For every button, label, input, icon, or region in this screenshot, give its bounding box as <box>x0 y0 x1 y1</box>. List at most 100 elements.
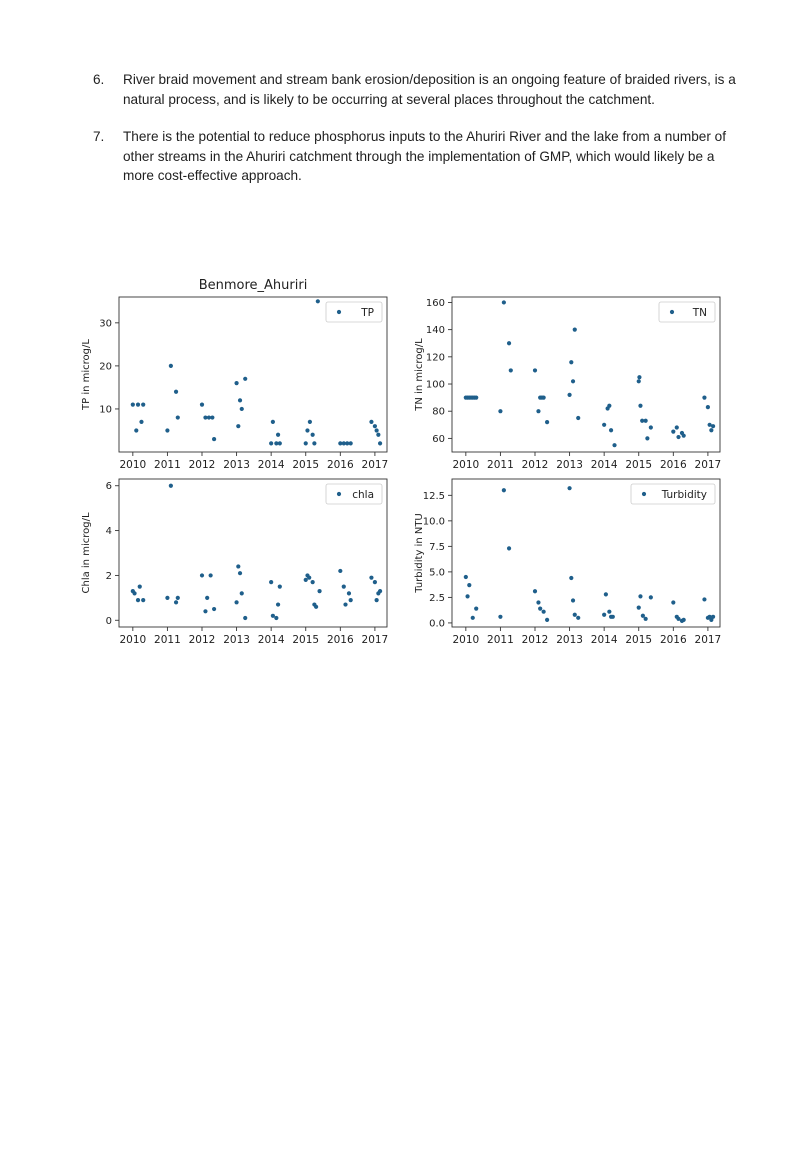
data-point <box>702 395 707 400</box>
data-point <box>710 614 716 619</box>
numbered-list: 6. River braid movement and stream bank … <box>93 70 743 204</box>
data-point <box>506 546 512 551</box>
chart-title: Benmore_Ahuriri <box>199 278 308 293</box>
legend-marker <box>641 491 647 497</box>
x-tick-label: 2017 <box>695 634 722 646</box>
data-point <box>532 589 538 594</box>
data-point <box>141 597 146 603</box>
data-point <box>705 405 710 410</box>
legend-label: Turbidity <box>661 489 707 501</box>
x-tick-label: 2012 <box>189 634 216 646</box>
data-point <box>463 574 468 580</box>
data-point <box>648 595 653 600</box>
plot-frame <box>118 478 388 628</box>
data-point <box>312 441 317 446</box>
data-point <box>203 415 208 420</box>
data-point <box>346 591 352 596</box>
x-tick-label: 2012 <box>189 459 216 471</box>
data-point <box>570 598 576 603</box>
data-point <box>173 389 179 394</box>
data-point <box>676 434 681 440</box>
data-point <box>338 568 343 574</box>
x-tick-label: 2015 <box>292 459 319 471</box>
data-point <box>310 432 315 437</box>
data-point <box>234 600 239 605</box>
data-point <box>369 419 374 424</box>
y-tick-label: 4 <box>106 526 112 537</box>
data-point <box>303 577 308 583</box>
y-tick-label: 7.5 <box>429 542 445 553</box>
x-tick-label: 2014 <box>258 634 285 646</box>
y-tick-label: 160 <box>426 298 445 309</box>
data-point <box>643 418 648 423</box>
data-point <box>338 441 343 446</box>
x-tick-label: 2013 <box>223 459 250 471</box>
list-item: 7. There is the potential to reduce phos… <box>93 127 743 186</box>
data-point <box>638 594 643 599</box>
data-point <box>303 441 308 446</box>
data-point <box>310 580 315 585</box>
data-point <box>674 425 679 430</box>
y-tick-label: 2 <box>106 571 112 582</box>
data-point <box>572 612 577 617</box>
data-point <box>681 433 686 438</box>
data-point <box>374 597 379 603</box>
y-tick-label: 60 <box>432 434 445 445</box>
data-point <box>234 381 239 386</box>
data-point <box>269 580 274 585</box>
data-point <box>317 589 322 594</box>
legend-label: chla <box>352 489 374 501</box>
list-text: There is the potential to reduce phospho… <box>123 129 726 183</box>
y-axis-label: Turbidity in NTU <box>414 513 425 594</box>
data-point <box>602 612 607 617</box>
y-tick-label: 120 <box>426 352 445 363</box>
x-tick-label: 2016 <box>660 634 687 646</box>
data-point <box>277 584 282 589</box>
data-point <box>532 368 538 373</box>
y-tick-label: 100 <box>426 380 445 391</box>
data-point <box>710 424 716 429</box>
data-point <box>640 613 645 618</box>
data-point <box>141 402 146 407</box>
y-axis-label: TP in microg/L <box>81 339 92 411</box>
data-point <box>369 575 374 580</box>
y-tick-label: 5.0 <box>429 567 445 578</box>
data-point <box>576 415 581 421</box>
data-point <box>498 409 503 414</box>
data-point <box>372 424 377 429</box>
x-tick-label: 2010 <box>452 634 479 646</box>
data-point <box>707 614 712 619</box>
data-point <box>645 436 650 441</box>
x-tick-label: 2015 <box>292 634 319 646</box>
data-point <box>137 584 142 589</box>
data-point <box>130 402 135 407</box>
data-point <box>602 422 607 427</box>
data-point <box>239 591 244 596</box>
data-point <box>165 595 170 600</box>
data-point <box>709 428 714 433</box>
data-point <box>541 609 546 614</box>
data-point <box>135 597 141 603</box>
legend-box <box>325 301 383 323</box>
legend-marker <box>336 491 342 497</box>
y-tick-label: 0.0 <box>429 618 445 629</box>
data-point <box>236 424 241 429</box>
data-point <box>638 403 643 408</box>
data-point <box>175 595 180 600</box>
data-point <box>168 363 173 368</box>
data-point <box>243 615 248 621</box>
data-point <box>372 580 377 585</box>
data-point <box>307 575 312 580</box>
legend-label: TN <box>692 307 707 319</box>
y-tick-label: 80 <box>432 407 445 418</box>
data-point <box>274 441 279 446</box>
data-point <box>305 428 310 433</box>
x-tick-label: 2017 <box>362 634 389 646</box>
data-point <box>501 300 506 305</box>
data-point <box>377 589 383 594</box>
data-point <box>275 602 281 607</box>
